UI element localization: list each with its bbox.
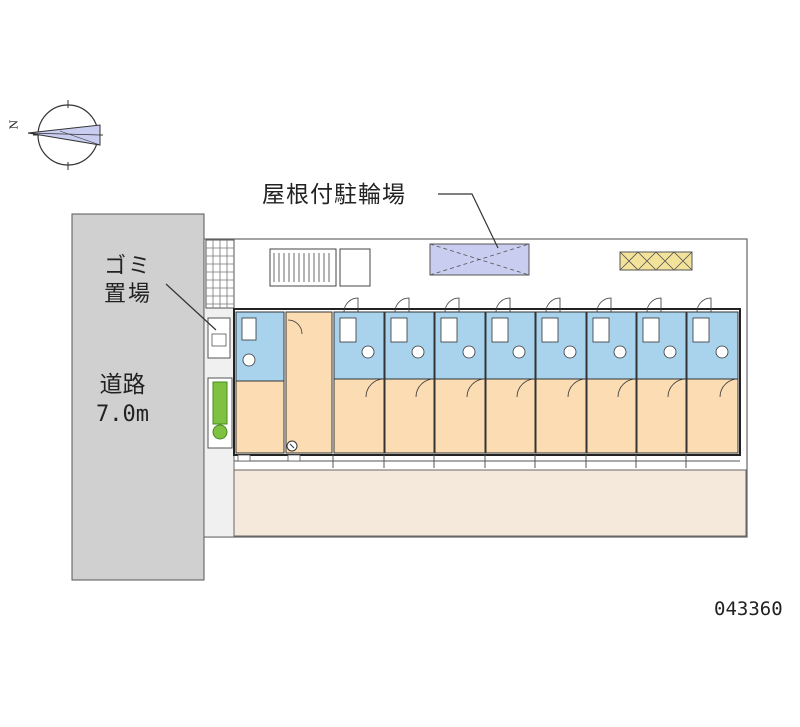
bike-parking-label: 屋根付駐輪場 [262, 182, 406, 208]
entrance-unit [235, 311, 333, 454]
unit-5 [535, 297, 587, 454]
garbage-label-line-1: ゴミ [104, 254, 153, 279]
front-yard [233, 469, 747, 537]
north-label: N [7, 119, 21, 130]
road [71, 213, 205, 581]
property-id: 043360 [714, 598, 783, 620]
covered-bike-parking [429, 243, 530, 276]
road-label: 道路 7.0m [96, 370, 149, 430]
garbage-label-line-2: 置場 [104, 282, 153, 307]
bike-parking-leader-line [438, 193, 499, 249]
unit-1 [333, 297, 385, 454]
unit-7 [636, 297, 687, 454]
balcony [234, 454, 740, 468]
road-width: 7.0m [96, 402, 149, 427]
residential-units [333, 297, 739, 454]
unit-4 [485, 297, 536, 454]
garbage-leader-line [165, 283, 217, 331]
grid-paving [205, 239, 235, 309]
bike-racks [619, 251, 693, 271]
unit-6 [586, 297, 637, 454]
unit-2 [384, 297, 435, 454]
stairs [269, 248, 371, 287]
garbage-area-label: ゴミ 置場 [104, 253, 152, 309]
unit-3 [434, 297, 486, 454]
compass-rose-icon [27, 100, 103, 170]
road-name: 道路 [99, 372, 146, 398]
garbage-area [207, 317, 231, 359]
planting-area [207, 377, 233, 449]
unit-8 [686, 297, 739, 454]
